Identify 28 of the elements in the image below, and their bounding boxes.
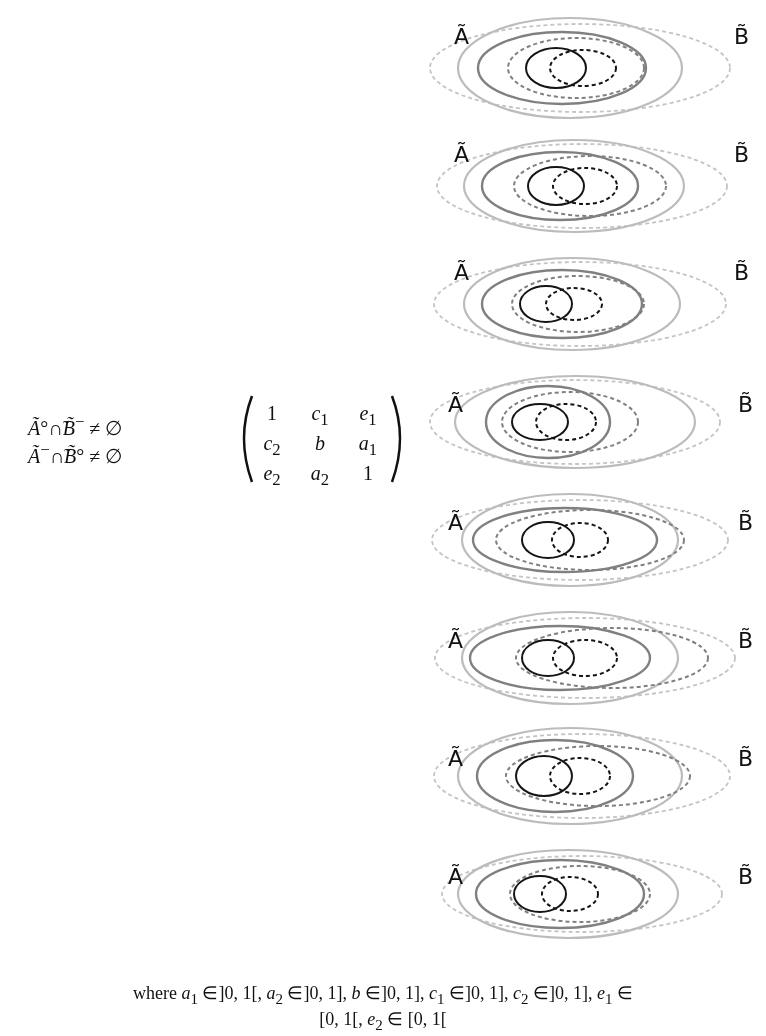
set-letter: Ã [454,260,470,285]
set-letter: Ã [448,510,464,535]
set-letter: Ã [448,746,464,771]
set-letter: B̃ [738,392,754,417]
matrix-entry: c$_{2}$ [263,432,281,460]
set-letter: B̃ [738,628,754,653]
set-letter: B̃ [734,142,750,167]
matrix-entry: 1 [267,402,277,425]
set-letter: Ã [454,24,470,49]
matrix-entry: e$_{1}$ [359,402,377,430]
set-letter: B̃ [738,746,754,771]
matrix-entry: b [315,432,325,455]
set-letter: Ã [448,392,464,417]
set-letter: Ã [448,628,464,653]
set-letter: B̃ [734,260,750,285]
formula: Ã°∩̃B̃$^{−}$ ≠ ∅ [28,412,123,440]
set-letter: Ã [448,864,464,889]
formula: Ã$^{−}$∩̃B̃° ≠ ∅ [28,440,123,468]
matrix-entry: c$_{1}$ [311,402,329,430]
matrix-entry: e$_{2}$ [263,462,281,490]
matrix-entry: 1 [363,462,373,485]
caption: where a$_{1}$ ∈]0, 1[, a$_{2}$ ∈]0, 1], b ∈]0, 1], c$_{1}$ ∈]0, 1], c$_{2}$ ∈]0, 1], e$_{1}$ ∈ [0, 1[, e$_{2}$ ∈ [0, 1[ [132,982,634,1034]
set-letter: B̃ [738,510,754,535]
set-letter: B̃ [738,864,754,889]
set-letter: B̃ [734,24,750,49]
matrix-entry: a$_{1}$ [358,432,378,460]
set-letter: Ã [454,142,470,167]
matrix-entry: a$_{2}$ [310,462,330,490]
